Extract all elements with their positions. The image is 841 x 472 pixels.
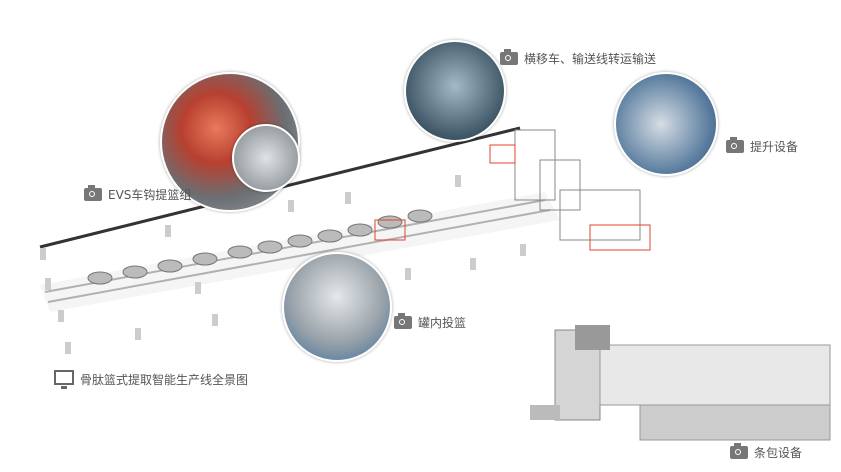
label-text: 提升设备 [750,140,799,154]
camera-icon [730,443,748,459]
monitor-icon [54,370,74,389]
label-text: 条包设备 [754,446,803,460]
camera-icon [726,137,744,153]
transfer-frames [374,144,651,251]
transfer-photo [404,40,506,142]
label-text: 罐内投篮 [418,316,467,330]
label-text: 骨肽篮式提取智能生产线全景图 [80,373,249,387]
label-evs: EVS车钩提篮组 [84,185,192,203]
label-text: EVS车钩提篮组 [108,188,192,202]
camera-icon [394,313,412,329]
label-transfer: 横移车、输送线转运输送 [500,49,657,67]
tank-row [87,209,433,285]
label-packaging: 条包设备 [730,443,803,461]
label-basket: 罐内投篮 [394,313,467,331]
camera-icon [84,185,102,201]
label-lift: 提升设备 [726,137,799,155]
camera-icon [500,49,518,65]
lift-photo [614,72,718,176]
label-text: 横移车、输送线转运输送 [524,52,657,66]
label-overview: 骨肽篮式提取智能生产线全景图 [54,370,248,389]
pillars [40,175,526,354]
basket-photo [282,252,392,362]
evs-detail-photo [232,124,300,192]
lift-structure [514,129,641,241]
packaging-machine-illustration [530,325,831,441]
